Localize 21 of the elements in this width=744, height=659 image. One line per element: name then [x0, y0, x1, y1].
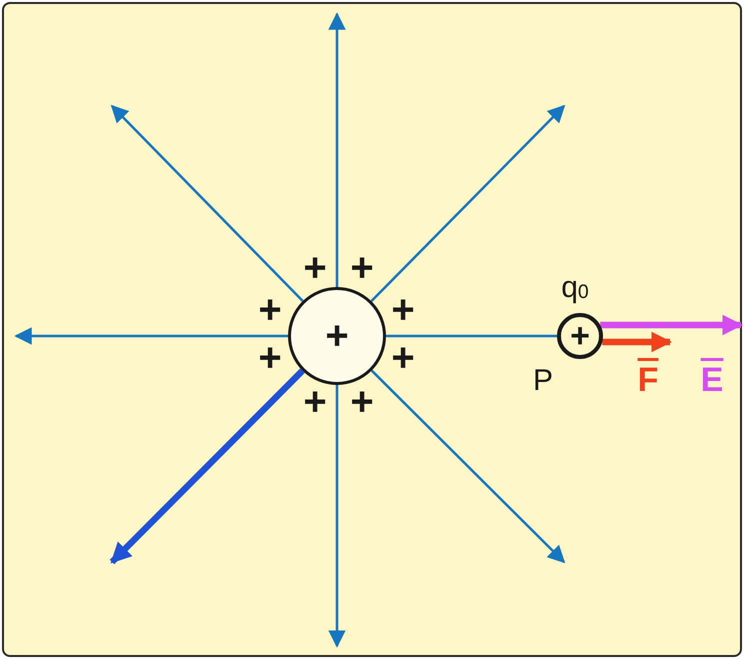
field-line — [386, 334, 557, 338]
charge-sign: + — [258, 338, 282, 378]
charge-sign: + — [391, 338, 415, 378]
charge-sign: + — [303, 382, 327, 422]
field-line-arrow — [110, 104, 304, 302]
charge-sign: + — [391, 290, 415, 330]
vector-label: E — [700, 363, 724, 397]
field-line-arrow — [328, 12, 346, 287]
vector-arrow — [602, 332, 672, 352]
field-line-arrow — [328, 385, 346, 648]
field-line-arrow — [14, 327, 288, 345]
vector-arrow — [600, 314, 744, 336]
point-label: P — [533, 366, 553, 396]
field-line-arrow — [110, 368, 305, 564]
charge-sign: + — [350, 248, 374, 288]
field-line-arrow — [370, 370, 566, 564]
charge-sign: + — [350, 382, 374, 422]
vector-label: F — [638, 363, 658, 397]
charge-sign: + — [258, 290, 282, 330]
field-line-arrow — [370, 104, 566, 302]
charge-sign: + — [303, 248, 327, 288]
